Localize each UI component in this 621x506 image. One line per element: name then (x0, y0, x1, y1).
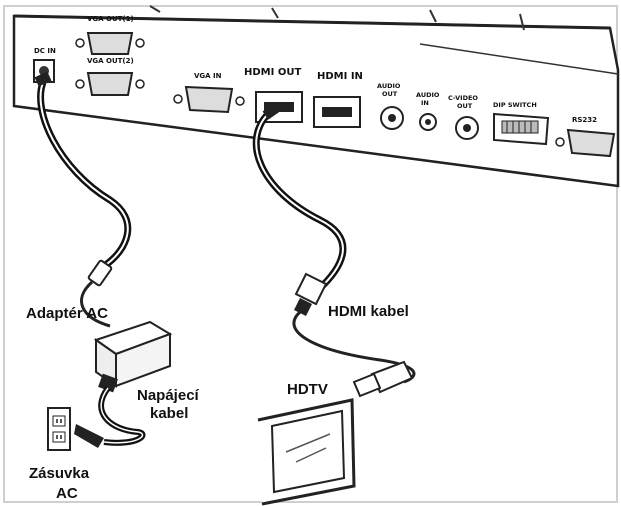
dip-switch-port: DIP SWITCH (493, 101, 550, 146)
power-cable-label-1: Napájecí (137, 387, 200, 404)
power-cable-label-2: kabel (150, 405, 188, 422)
audio-in-label-2: IN (421, 99, 429, 107)
dc-cable (34, 71, 132, 328)
hdmi-in-port: HDMI IN (313, 71, 363, 128)
image-frame (3, 5, 618, 503)
hdmi-cable: HDMI kabel (252, 102, 416, 398)
audio-out-port: AUDIO OUT (377, 82, 404, 130)
audio-out-label-1: AUDIO (377, 82, 401, 90)
c-video-out-label-2: OUT (457, 102, 473, 110)
hdmi-out-label: HDMI OUT (244, 67, 301, 78)
rs232-label: RS232 (572, 116, 597, 124)
ac-outlet: Zásuvka AC (29, 407, 90, 502)
vga-out-1-label: VGA OUT(1) (87, 15, 134, 23)
hdmi-cable-label: HDMI kabel (328, 303, 409, 320)
adapter-label: Adaptér AC (26, 305, 108, 322)
c-video-out-port: C-VIDEO OUT (448, 94, 479, 140)
power-cord: Napájecí kabel (74, 373, 200, 448)
dip-switch-label: DIP SWITCH (493, 101, 537, 109)
vga-in-port: VGA IN (173, 72, 245, 114)
vga-out-2-port: VGA OUT(2) (75, 57, 145, 96)
audio-in-label-1: AUDIO (416, 91, 440, 99)
hdmi-in-label: HDMI IN (317, 71, 363, 82)
vga-in-label: VGA IN (194, 72, 222, 80)
c-video-out-label-1: C-VIDEO (448, 94, 478, 102)
dc-in-label: DC IN (34, 47, 56, 55)
hdtv: HDTV (257, 381, 356, 506)
vga-out-2-label: VGA OUT(2) (87, 57, 134, 65)
vga-out-1-port: VGA OUT(1) (75, 15, 145, 55)
outlet-label-1: Zásuvka (29, 465, 90, 482)
audio-out-label-2: OUT (382, 90, 398, 98)
hdtv-label: HDTV (287, 381, 328, 398)
ac-adapter: Adaptér AC (26, 305, 173, 388)
audio-in-port: AUDIO IN (416, 91, 440, 131)
outlet-label-2: AC (56, 485, 78, 502)
rs232-port: RS232 (555, 116, 616, 158)
